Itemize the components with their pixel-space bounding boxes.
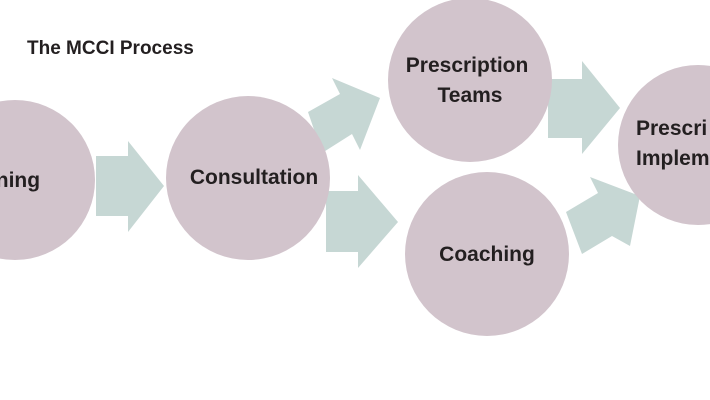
arrow-training-to-consultation	[96, 141, 164, 232]
arrow-prescription-teams-to-implementation	[548, 61, 620, 154]
node-consultation-line-1: Consultation	[190, 166, 318, 189]
node-prescription-teams-line-2: Teams	[438, 84, 503, 107]
node-training: ining	[0, 100, 95, 260]
node-coaching: Coaching	[405, 172, 569, 336]
node-training-circle	[0, 100, 95, 260]
node-coaching-label: Coaching	[439, 243, 535, 266]
node-prescription-implementation-line-1: Prescri	[636, 117, 707, 140]
node-consultation-circle	[166, 96, 330, 260]
node-training-line-1: ining	[0, 169, 40, 192]
node-prescription-teams-line-1: Prescription	[406, 54, 529, 77]
node-prescription-teams: Prescription Teams	[388, 0, 552, 162]
node-coaching-circle	[405, 172, 569, 336]
node-prescription-teams-circle	[388, 0, 552, 162]
node-prescription-implementation-label: Prescri Implem	[636, 117, 710, 170]
node-prescription-teams-label: Prescription Teams	[406, 54, 534, 107]
node-consultation-label: Consultation	[190, 166, 318, 189]
node-prescription-implementation: Prescri Implem	[618, 65, 710, 225]
node-consultation: Consultation	[166, 96, 330, 260]
arrow-consultation-to-coaching	[326, 175, 398, 268]
arrow-consultation-to-prescription-teams	[308, 78, 380, 153]
diagram-title: The MCCI Process	[27, 38, 194, 59]
node-prescription-implementation-line-2: Implem	[636, 147, 710, 170]
node-prescription-implementation-circle	[618, 65, 710, 225]
node-coaching-line-1: Coaching	[439, 243, 535, 266]
arrow-coaching-to-implementation	[566, 177, 640, 254]
node-training-label: ining	[0, 169, 40, 192]
